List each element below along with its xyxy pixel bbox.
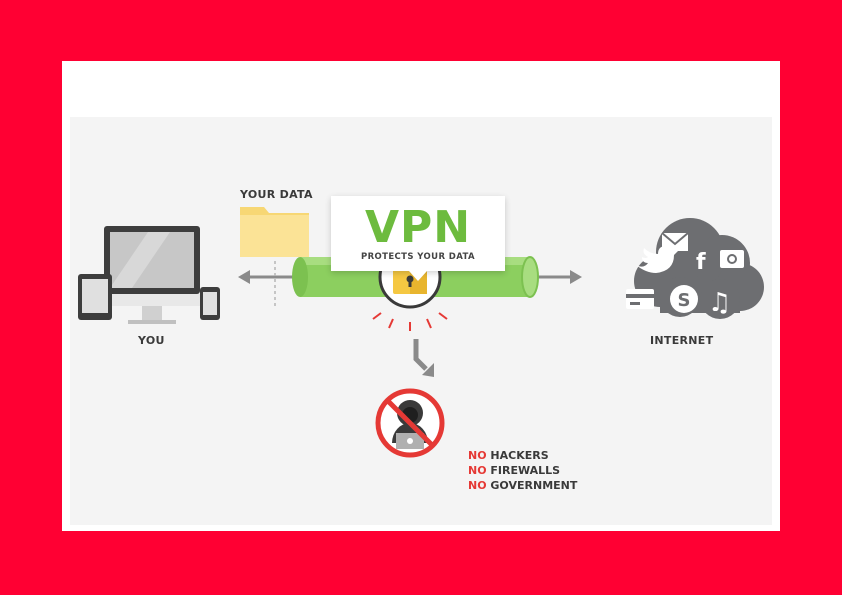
deflect-arrow-icon bbox=[413, 339, 434, 377]
blocked-list: NO HACKERS NO FIREWALLS NO GOVERNMENT bbox=[468, 448, 577, 493]
music-icon: ♫ bbox=[708, 288, 731, 318]
vpn-callout: VPN PROTECTS YOUR DATA bbox=[331, 196, 505, 281]
vpn-title: VPN bbox=[364, 202, 472, 253]
blocked-item: NO FIREWALLS bbox=[468, 464, 561, 477]
devices-icon bbox=[78, 226, 220, 324]
vpn-subtitle: PROTECTS YOUR DATA bbox=[360, 252, 476, 262]
folder-icon bbox=[240, 207, 309, 309]
no-hackers-icon bbox=[375, 388, 445, 458]
credit-card-icon bbox=[626, 289, 654, 309]
svg-text:S: S bbox=[678, 290, 691, 311]
arrow-left-icon bbox=[238, 270, 250, 284]
alert-rays-icon bbox=[372, 312, 448, 331]
diagram-background: f S ♫ VPN PROTECTS YOUR DATA YOUR DATA Y… bbox=[70, 117, 772, 525]
skype-icon: S bbox=[670, 285, 698, 313]
blocked-item: NO HACKERS bbox=[468, 449, 549, 462]
diagram-card: f S ♫ VPN PROTECTS YOUR DATA YOUR DATA Y… bbox=[62, 61, 780, 531]
your-data-label: YOUR DATA bbox=[240, 188, 313, 201]
camera-icon bbox=[720, 250, 744, 268]
twitter-icon bbox=[636, 246, 678, 273]
facebook-icon: f bbox=[696, 250, 706, 275]
arrow-right-icon bbox=[570, 270, 582, 284]
diagram-graphics: f S ♫ bbox=[78, 207, 764, 458]
internet-label: INTERNET bbox=[650, 334, 714, 347]
you-label: YOU bbox=[138, 334, 165, 347]
blocked-item: NO GOVERNMENT bbox=[468, 479, 578, 492]
